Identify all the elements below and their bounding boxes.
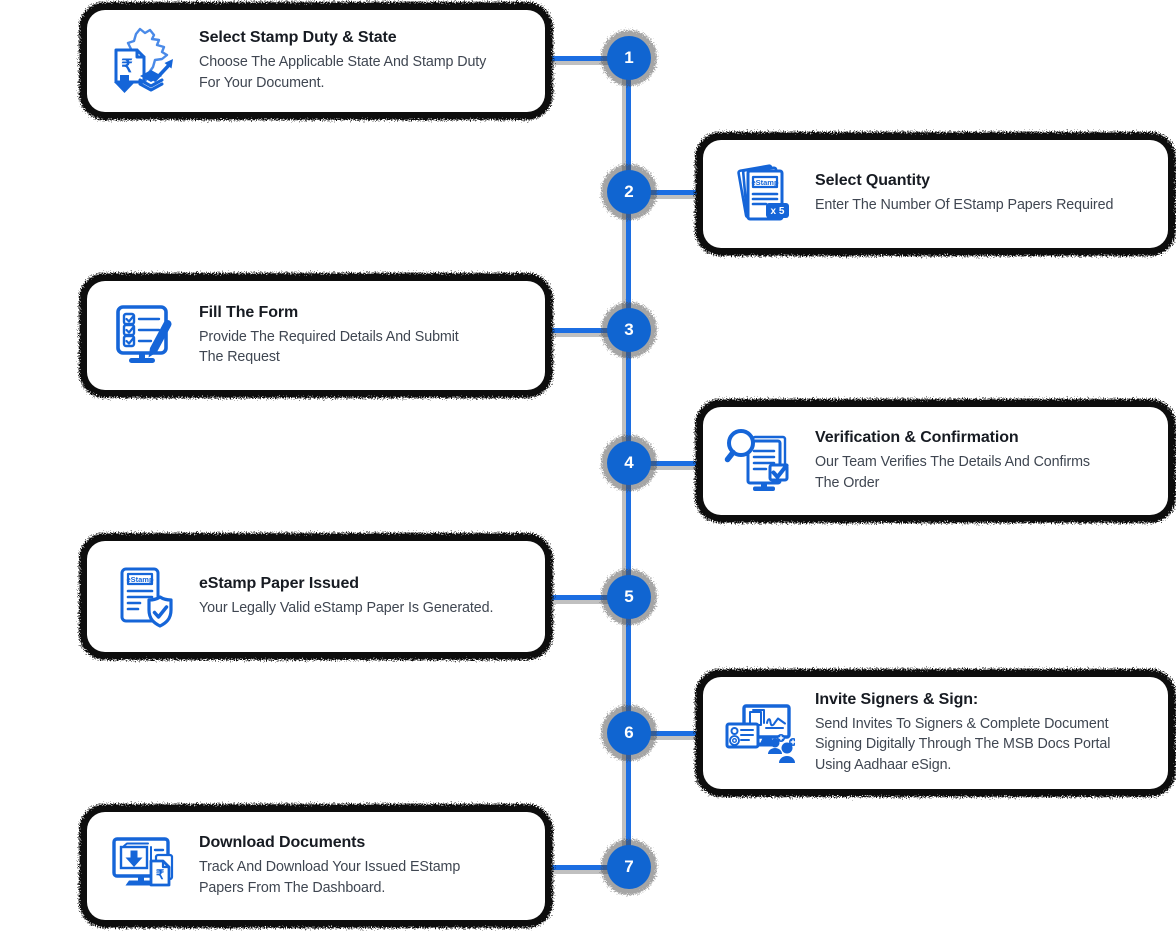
step-description: Your Legally Valid eStamp Paper Is Gener… — [199, 599, 494, 616]
step-card-6: Invite Signers & Sign: Send Invites To S… — [703, 677, 1168, 789]
step-number-2: 2 — [607, 170, 651, 214]
connector-step-2 — [629, 190, 705, 195]
connector-step-6 — [629, 731, 705, 736]
step-card-3: Fill The Form Provide The Required Detai… — [87, 281, 545, 390]
connector-step-5 — [545, 595, 629, 600]
step-description: Enter The Number Of EStamp Papers Requir… — [815, 197, 1114, 214]
step-title: eStamp Paper Issued — [199, 574, 359, 592]
step-description: Track And Download Your Issued EStamp Pa… — [199, 859, 461, 896]
step-number-4: 4 — [607, 441, 651, 485]
india-map-stamp-duty-icon: ₹ — [107, 25, 179, 97]
step-title: Verification & Confirmation — [815, 429, 1019, 446]
svg-text:₹: ₹ — [121, 56, 133, 76]
step-title: Select Quantity — [815, 172, 930, 190]
estamp-document-shield-icon: eStamp — [107, 561, 179, 633]
step-description: Choose The Applicable State And Stamp Du… — [199, 54, 487, 91]
step-card-2: eStamp x 5 Select Quantity Enter The Num… — [703, 140, 1168, 248]
step-title: Select Stamp Duty & State — [199, 29, 397, 46]
step-description: Provide The Required Details And Submit … — [199, 328, 459, 366]
step-card-7: ₹ Download Documents Track And Download … — [87, 812, 545, 920]
connector-step-4 — [629, 461, 705, 466]
svg-text:x 5: x 5 — [771, 206, 785, 217]
step-number-1: 1 — [607, 36, 651, 80]
monitor-signature-invite-icon — [723, 697, 797, 769]
step-number-7: 7 — [607, 845, 651, 889]
monitor-download-rupee-icon: ₹ — [107, 830, 179, 902]
step-number-6: 6 — [607, 711, 651, 755]
step-number-3: 3 — [607, 308, 651, 352]
step-number-5: 5 — [607, 575, 651, 619]
step-title: Download Documents — [199, 834, 366, 851]
connector-step-7 — [545, 865, 629, 870]
checklist-pen-icon — [107, 300, 179, 372]
step-title: Fill The Form — [199, 303, 299, 321]
step-card-4: Verification & Confirmation Our Team Ver… — [703, 407, 1168, 515]
step-card-1: ₹ Select Stamp Duty & State Choose The A… — [87, 10, 545, 112]
step-card-5: eStamp eStamp Paper Issued Your Legally … — [87, 541, 545, 652]
svg-text:eStamp: eStamp — [751, 178, 779, 187]
step-title: Invite Signers & Sign: — [815, 690, 979, 708]
step-description: Our Team Verifies The Details And Confir… — [815, 454, 1090, 491]
svg-text:₹: ₹ — [156, 867, 165, 882]
magnifier-document-check-icon — [723, 425, 795, 497]
estamp-papers-stack-icon: eStamp x 5 — [723, 158, 795, 230]
connector-step-3 — [545, 328, 629, 333]
step-description: Send Invites To Signers & Complete Docum… — [815, 715, 1111, 773]
svg-text:eStamp: eStamp — [126, 575, 154, 584]
connector-step-1 — [545, 56, 629, 61]
